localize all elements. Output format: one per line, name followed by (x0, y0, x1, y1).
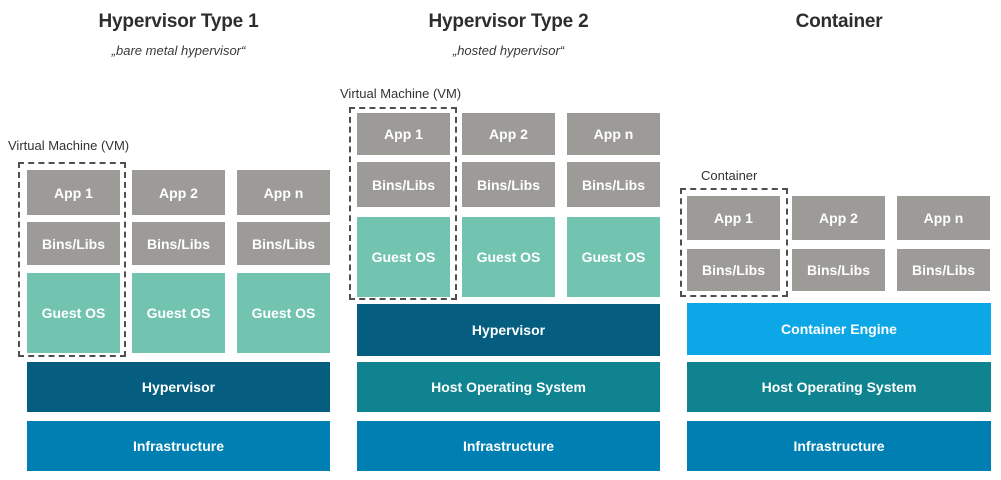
column-title: Container (795, 11, 883, 32)
column-container: Container Container App 1 App 2 App n Bi… (680, 0, 991, 480)
column-hypervisor-type-2: Hypervisor Type 2 „hosted hypervisor“ Vi… (340, 0, 660, 480)
vm-group-label: Virtual Machine (VM) (8, 138, 130, 153)
container-group-label: Container (701, 168, 758, 183)
app-box: App 2 (462, 113, 555, 155)
guest-os-box: Guest OS (567, 217, 660, 297)
bins-libs-box: Bins/Libs (237, 222, 330, 265)
column-title: Hypervisor Type 2 (428, 11, 589, 32)
container-engine-layer: Container Engine (687, 303, 991, 355)
app-box: App n (237, 170, 330, 215)
hypervisor-layer: Hypervisor (357, 304, 660, 356)
infrastructure-layer: Infrastructure (357, 421, 660, 471)
bins-libs-box: Bins/Libs (567, 162, 660, 207)
bins-libs-box: Bins/Libs (132, 222, 225, 265)
column-subtitle: „bare metal hypervisor“ (111, 43, 246, 58)
vm-dashed-outline (18, 162, 126, 357)
app-box: App 2 (792, 196, 885, 240)
guest-os-box: Guest OS (27, 273, 120, 353)
bins-libs-box: Bins/Libs (462, 162, 555, 207)
guest-os-box: Guest OS (462, 217, 555, 297)
bins-libs-box: Bins/Libs (792, 249, 885, 291)
column-subtitle: „hosted hypervisor“ (452, 43, 565, 58)
app-box: App 1 (687, 196, 780, 240)
guest-os-box: Guest OS (132, 273, 225, 353)
bins-libs-box: Bins/Libs (27, 222, 120, 265)
app-box: App n (567, 113, 660, 155)
bins-libs-box: Bins/Libs (897, 249, 990, 291)
column-hypervisor-type-1: Hypervisor Type 1 „bare metal hypervisor… (8, 0, 330, 480)
bins-libs-box: Bins/Libs (687, 249, 780, 291)
app-box: App 2 (132, 170, 225, 215)
vm-dashed-outline (349, 107, 457, 300)
container-dashed-outline (680, 188, 788, 297)
column-title: Hypervisor Type 1 (98, 11, 259, 32)
app-box: App 1 (27, 170, 120, 215)
app-box: App n (897, 196, 990, 240)
infrastructure-layer: Infrastructure (27, 421, 330, 471)
host-os-layer: Host Operating System (687, 362, 991, 412)
guest-os-box: Guest OS (357, 217, 450, 297)
host-os-layer: Host Operating System (357, 362, 660, 412)
infrastructure-layer: Infrastructure (687, 421, 991, 471)
vm-group-label: Virtual Machine (VM) (340, 86, 462, 101)
hypervisor-layer: Hypervisor (27, 362, 330, 412)
app-box: App 1 (357, 113, 450, 155)
bins-libs-box: Bins/Libs (357, 162, 450, 207)
guest-os-box: Guest OS (237, 273, 330, 353)
